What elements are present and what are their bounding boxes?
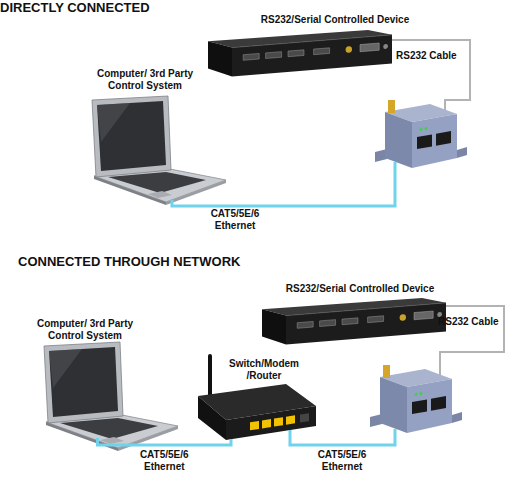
serial-ip-converter xyxy=(370,365,462,433)
serial-device: RS232/Serial Controlled Device xyxy=(255,283,455,349)
serial-device-illustration xyxy=(262,298,446,344)
rs232-cable xyxy=(392,40,470,112)
cable-label: RS232 Cable xyxy=(396,50,466,62)
cable-label: CAT5/5E/6 Ethernet xyxy=(311,449,373,473)
cable-label: CAT5/5E/6 Ethernet xyxy=(204,208,266,232)
serial-ip-converter xyxy=(375,100,467,168)
node-label: Computer/ 3rd Party Control System xyxy=(85,68,205,92)
section-heading: DIRECTLY CONNECTED xyxy=(0,0,300,15)
ethernet-cable xyxy=(290,429,395,445)
cable-label: RS232 Cable xyxy=(438,316,502,328)
control-computer: Computer/ 3rd Party Control System xyxy=(30,318,180,438)
ethernet-cable xyxy=(172,162,395,206)
ethernet-cable xyxy=(98,438,232,445)
cable-label: CAT5/5E/6 Ethernet xyxy=(133,449,195,473)
serial-device-illustration xyxy=(208,30,392,76)
network-router: Switch/Modem /Router xyxy=(195,358,315,439)
laptop-illustration xyxy=(44,342,178,451)
node-label: RS232/Serial Controlled Device xyxy=(245,14,425,26)
node-label: Switch/Modem /Router xyxy=(225,358,303,382)
control-computer: Computer/ 3rd Party Control System xyxy=(85,68,230,202)
laptop-illustration xyxy=(92,96,226,205)
node-label: Computer/ 3rd Party Control System xyxy=(30,318,140,342)
node-label: RS232/Serial Controlled Device xyxy=(265,283,455,295)
router-illustration xyxy=(198,356,316,440)
section-heading: CONNECTED THROUGH NETWORK xyxy=(18,254,318,269)
